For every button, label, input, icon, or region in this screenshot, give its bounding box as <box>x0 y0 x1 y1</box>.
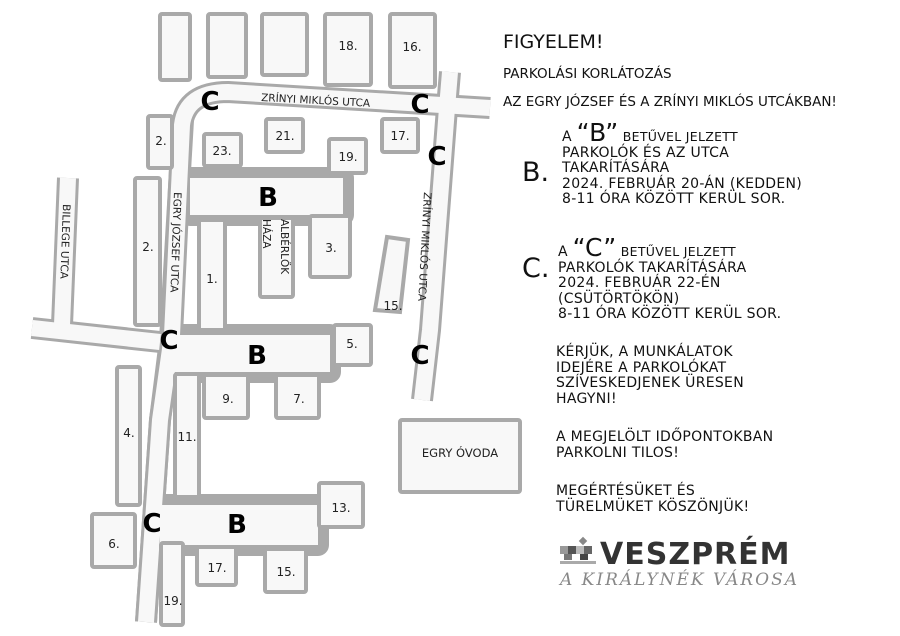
label-9: 9. <box>222 392 233 406</box>
thanks-line: MEGÉRTÉSÜKET ÉS <box>556 483 696 499</box>
logo-name: VESZPRÉM <box>600 537 791 572</box>
street-zrinyi-top: ZRÍNYI MIKLÓS UTCA <box>261 91 371 110</box>
thanks-line: TÜRELMÜKET KÖSZÖNJÜK! <box>556 498 750 515</box>
building-13 <box>317 481 365 529</box>
label-3: 3. <box>325 241 336 255</box>
street-billege: BILLEGE UTCA <box>57 204 72 280</box>
label-1: 1. <box>206 272 217 286</box>
b-prefix: A <box>562 129 577 145</box>
c-line: PARKOLÓK TAKARÍTÁSÁRA <box>558 259 747 276</box>
b-line: 2024. FEBRUÁR 20-ÁN (KEDDEN) <box>562 175 803 192</box>
request-line: HAGYNI! <box>556 390 617 407</box>
street-zrinyi-side: ZRÍNYI MIKLÓS UTCA <box>415 192 434 302</box>
marker-b: B <box>247 341 267 371</box>
building-4 <box>115 365 142 507</box>
b-line: TAKARÍTÁSÁRA <box>562 160 670 176</box>
label-21: 21. <box>275 129 294 143</box>
logo-slogan: A KIRÁLYNÉK VÁROSA <box>560 570 800 590</box>
marker-c: C <box>410 90 429 120</box>
marker-c: C <box>142 509 161 539</box>
building-7 <box>274 373 321 420</box>
label-15a: 15. <box>383 299 402 313</box>
label-18: 18. <box>338 39 357 53</box>
label-11: 11. <box>177 430 196 444</box>
building-11 <box>173 372 201 499</box>
label-alberlok: ALBÉRLŐK <box>278 219 292 275</box>
c-quoted: “C” <box>572 233 617 262</box>
b-line: PARKOLÓK ÉS AZ UTCA <box>562 144 730 161</box>
label-haza: HÁZA <box>260 219 273 249</box>
notice-title: FIGYELEM! <box>503 31 604 53</box>
building-3 <box>308 214 352 279</box>
request-text: KÉRJÜK, A MUNKÁLATOK IDEJÉRE A PARKOLÓKA… <box>556 344 744 407</box>
b-section-marker: B. <box>522 157 550 188</box>
building-19a <box>327 137 368 175</box>
request-line: KÉRJÜK, A MUNKÁLATOK <box>556 344 733 360</box>
label-17a: 17. <box>390 129 409 143</box>
marker-c: C <box>427 142 446 172</box>
building-alberlok-haza <box>258 216 295 299</box>
roads <box>30 71 491 623</box>
building-2b <box>133 176 162 327</box>
marker-c: C <box>200 87 219 117</box>
label-17b: 17. <box>207 561 226 575</box>
label-egry-ovoda: EGRY ÓVODA <box>422 445 498 460</box>
marker-b: B <box>258 183 278 213</box>
prohibition-text: A MEGJELÖLT IDŐPONTOKBAN PARKOLNI TILOS! <box>556 429 774 461</box>
label-13: 13. <box>331 501 350 515</box>
label-2a: 2. <box>155 134 166 148</box>
label-23: 23. <box>212 144 231 158</box>
notice-streets: AZ EGRY JÓZSEF ÉS A ZRÍNYI MIKLÓS UTCÁKB… <box>503 94 837 110</box>
b-section-text: A “B” BETŰVEL JELZETT PARKOLÓK ÉS AZ UTC… <box>562 120 803 208</box>
prohibition-line: A MEGJELÖLT IDŐPONTOKBAN <box>556 429 774 445</box>
c-section-marker: C. <box>522 253 550 284</box>
building <box>260 12 309 77</box>
building-5 <box>332 323 373 367</box>
label-7: 7. <box>293 392 304 406</box>
prohibition-line: PARKOLNI TILOS! <box>556 444 680 461</box>
b-line: 8-11 ÓRA KÖZÖTT KERÜL SOR. <box>562 191 786 207</box>
label-16: 16. <box>402 40 421 54</box>
building-15a <box>372 234 411 315</box>
building-23 <box>202 132 243 168</box>
building <box>206 12 248 79</box>
label-6: 6. <box>108 537 119 551</box>
building-16 <box>388 12 437 89</box>
egry-ovoda-building <box>398 418 522 494</box>
c-line: (CSÜTÖRTÖKÖN) <box>558 290 680 307</box>
label-4: 4. <box>123 426 134 440</box>
b-quoted: “B” <box>576 118 619 147</box>
b-line1: BETŰVEL JELZETT <box>618 129 738 144</box>
building-17a <box>380 117 420 154</box>
label-15b: 15. <box>276 565 295 579</box>
c-line: 8-11 ÓRA KÖZÖTT KERÜL SOR. <box>558 306 782 322</box>
label-2b: 2. <box>142 240 153 254</box>
building <box>158 12 192 82</box>
building-6 <box>90 512 137 569</box>
building-18 <box>323 12 373 87</box>
building-21 <box>264 117 305 154</box>
marker-b: B <box>227 510 247 540</box>
building-19b <box>159 541 185 627</box>
request-line: IDEJÉRE A PARKOLÓKAT <box>556 359 727 376</box>
building-2a <box>146 114 174 170</box>
request-line: SZÍVESKEDJENEK ÜRESEN <box>556 375 744 391</box>
c-section-text: A “C” BETŰVEL JELZETT PARKOLÓK TAKARÍTÁS… <box>558 235 782 323</box>
notice-subtitle: PARKOLÁSI KORLÁTOZÁS <box>503 66 672 82</box>
veszprem-crown-icon <box>560 536 596 564</box>
building-15b <box>263 547 308 594</box>
building-1 <box>197 218 227 332</box>
label-19b: 19. <box>163 594 182 608</box>
marker-c: C <box>410 341 429 371</box>
label-19a: 19. <box>338 150 357 164</box>
street-egry: EGRY JÓZSEF UTCA <box>167 192 184 294</box>
thanks-text: MEGÉRTÉSÜKET ÉS TÜRELMÜKET KÖSZÖNJÜK! <box>556 483 750 515</box>
label-5: 5. <box>346 337 357 351</box>
building-17b <box>195 545 238 587</box>
c-line1: BETŰVEL JELZETT <box>616 244 736 259</box>
building-9 <box>202 373 250 420</box>
c-prefix: A <box>558 244 573 260</box>
marker-c: C <box>159 326 178 356</box>
c-line: 2024. FEBRUÁR 22-ÉN <box>558 275 721 291</box>
